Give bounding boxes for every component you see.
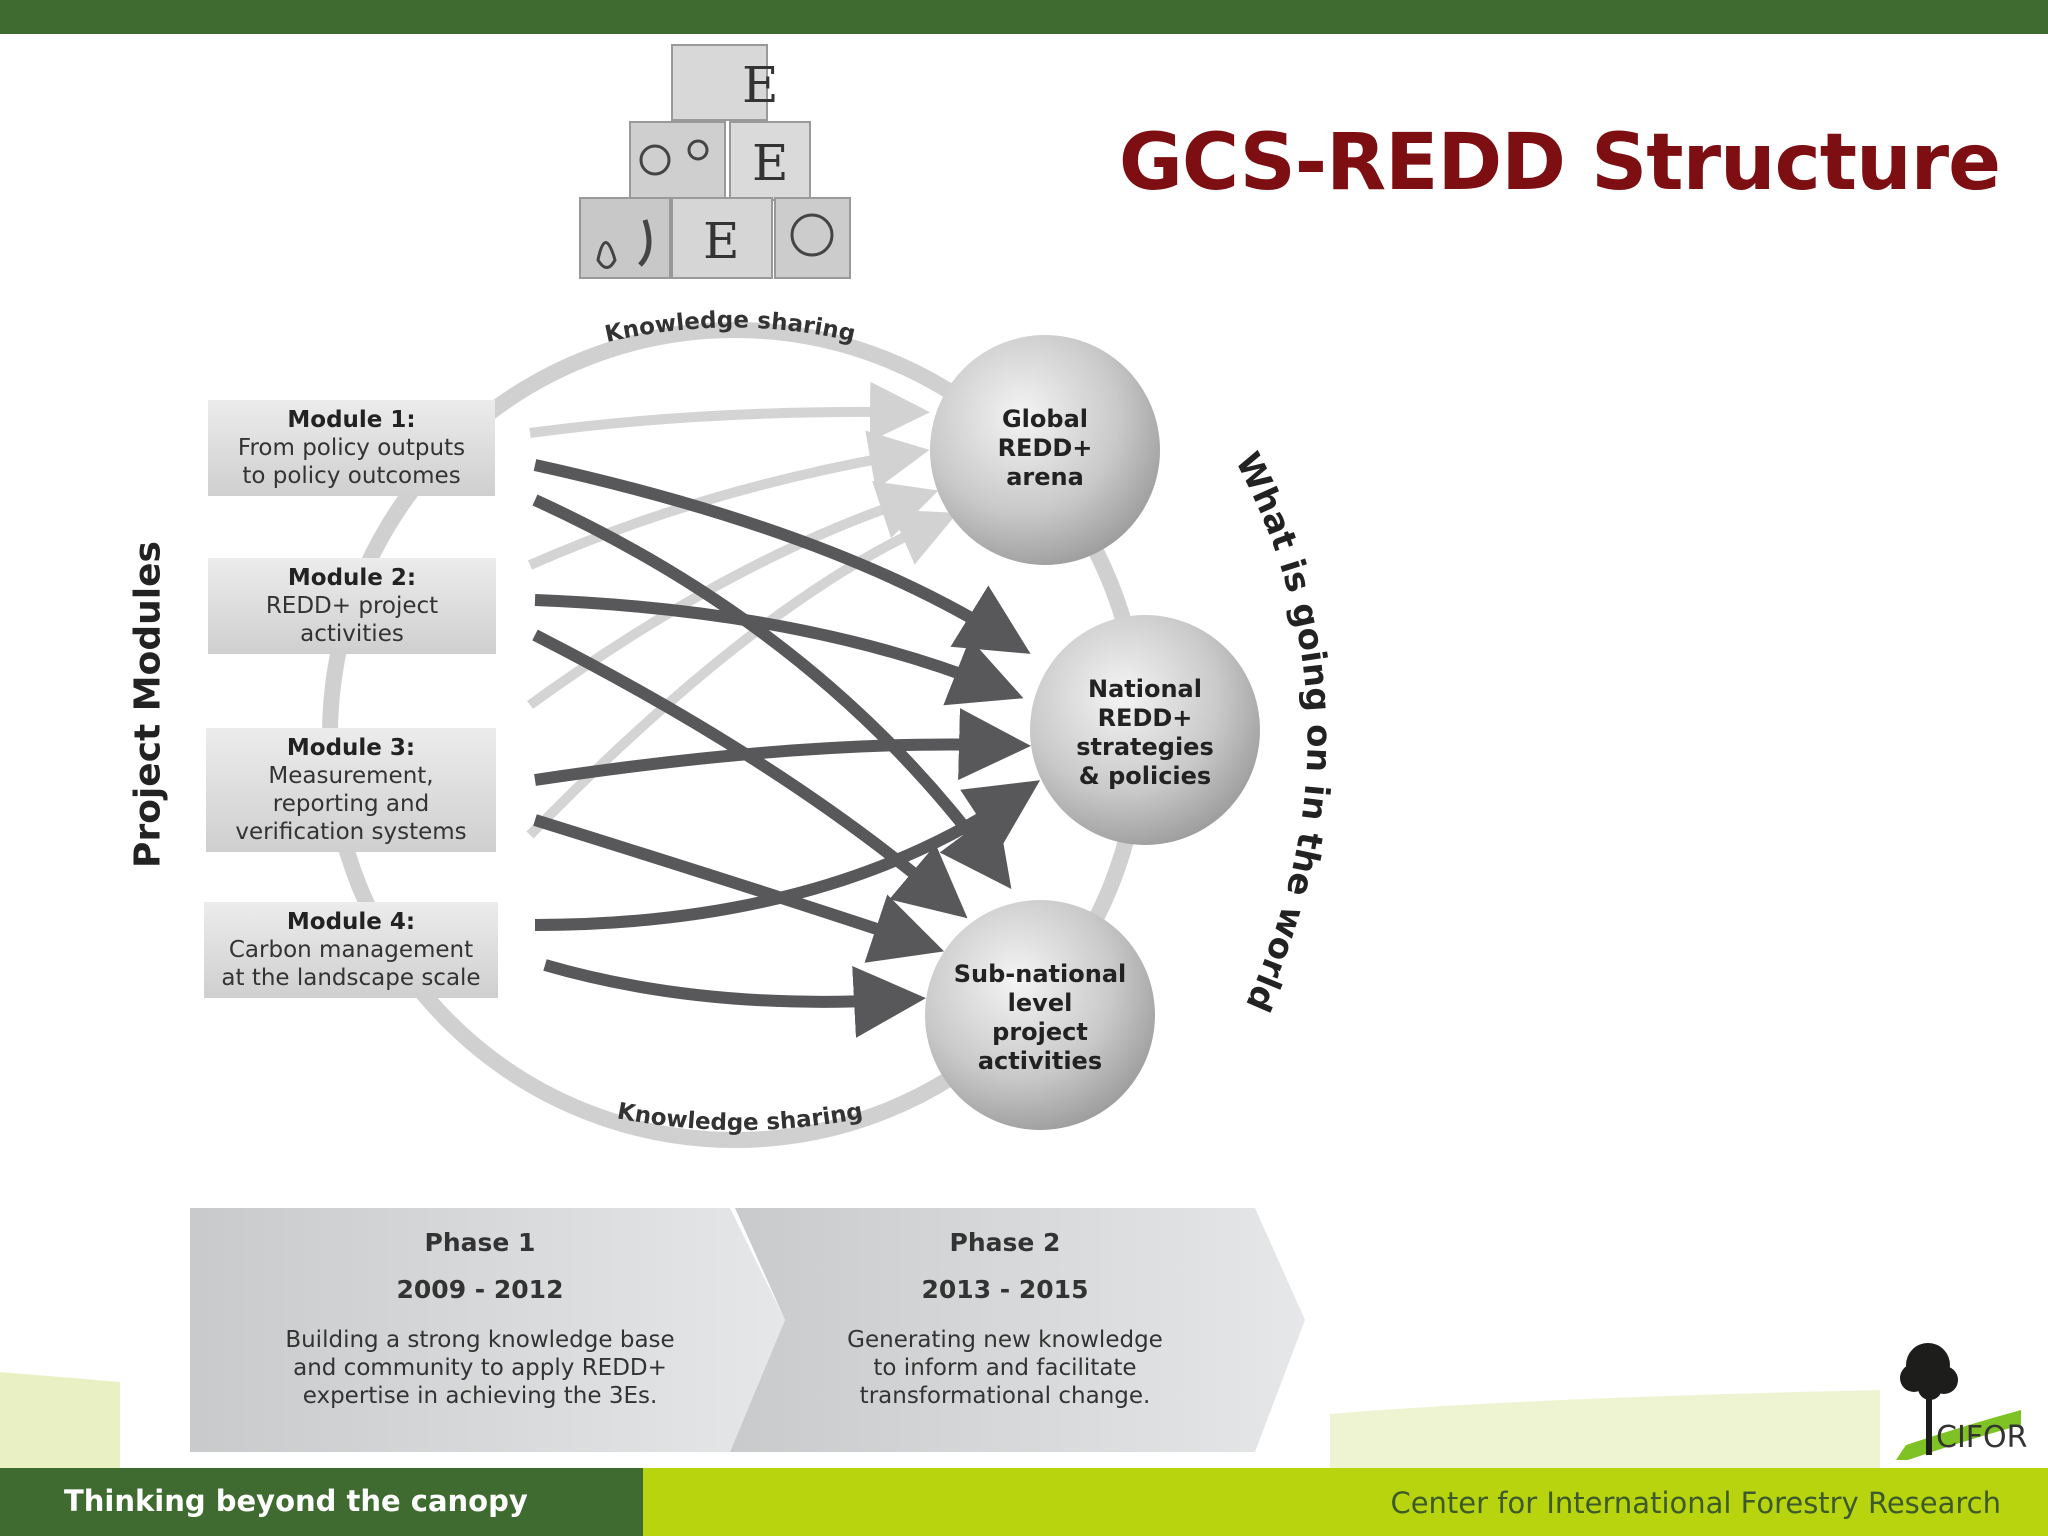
phase-1-description: Building a strong knowledge base and com… — [285, 1327, 675, 1409]
module-1-description: From policy outputs to policy outcomes — [237, 435, 466, 489]
phase-2-chevron — [730, 1208, 1305, 1452]
global-arena-label: Global REDD+ arena — [997, 405, 1093, 491]
cifor-logo-icon — [1896, 1343, 2021, 1460]
green-swoosh-left — [0, 1372, 120, 1470]
national-strategies-label: National REDD+ strategies & policies — [1076, 675, 1214, 790]
module-1-title: Module 1: — [287, 407, 416, 433]
footer-right-bar — [643, 1468, 2048, 1536]
svg-text:E: E — [742, 56, 779, 114]
footer-left-bar — [0, 1468, 643, 1536]
module-4-box: Module 4: Carbon management at the lands… — [204, 902, 498, 998]
global-arena-sphere — [930, 335, 1160, 565]
svg-text:E: E — [703, 212, 740, 270]
subnational-label: Sub-national level project activities — [953, 960, 1127, 1075]
module-3-box: Module 3: Measurement, reporting and ver… — [206, 728, 496, 852]
phase-2-text: Phase 2 2013 - 2015 Generating new knowl… — [760, 1228, 1250, 1410]
module-2-title: Module 2: — [287, 565, 417, 591]
slide-title: GCS-REDD Structure — [1118, 118, 2001, 208]
svg-text:E: E — [752, 134, 789, 192]
module-4-title: Module 4: — [286, 909, 416, 935]
module-2-description: REDD+ project activities — [265, 593, 439, 647]
footer-tagline: Thinking beyond the canopy — [64, 1484, 528, 1518]
phase-1-text: Phase 1 2009 - 2012 Building a strong kn… — [220, 1228, 740, 1410]
module-3-description: Measurement, reporting and verification … — [235, 763, 467, 845]
dark-arrows — [532, 459, 1041, 1038]
module-3-title: Module 3: — [286, 735, 416, 761]
cifor-logo-text: CIFOR — [1936, 1420, 2028, 1455]
green-swoosh-right — [1330, 1390, 1880, 1470]
phase-1-chevron — [190, 1208, 785, 1452]
national-strategies-sphere — [1030, 615, 1260, 845]
phase-1-name: Phase 1 — [424, 1228, 536, 1257]
module-1-box: Module 1: From policy outputs to policy … — [208, 400, 495, 496]
phase-1-years: 2009 - 2012 — [396, 1275, 564, 1304]
module-4-description: Carbon management at the landscape scale — [221, 937, 481, 991]
phase-2-description: Generating new knowledge to inform and f… — [847, 1327, 1163, 1409]
left-label: Project Modules — [127, 541, 169, 868]
3e-cubes: E E E — [579, 44, 851, 279]
phase-2-name: Phase 2 — [949, 1228, 1061, 1257]
subnational-sphere — [925, 900, 1155, 1130]
footer-organization: Center for International Forestry Resear… — [1390, 1486, 2001, 1520]
module-2-box: Module 2: REDD+ project activities — [208, 558, 496, 654]
phase-2-years: 2013 - 2015 — [921, 1275, 1089, 1304]
top-bar — [0, 0, 2048, 34]
